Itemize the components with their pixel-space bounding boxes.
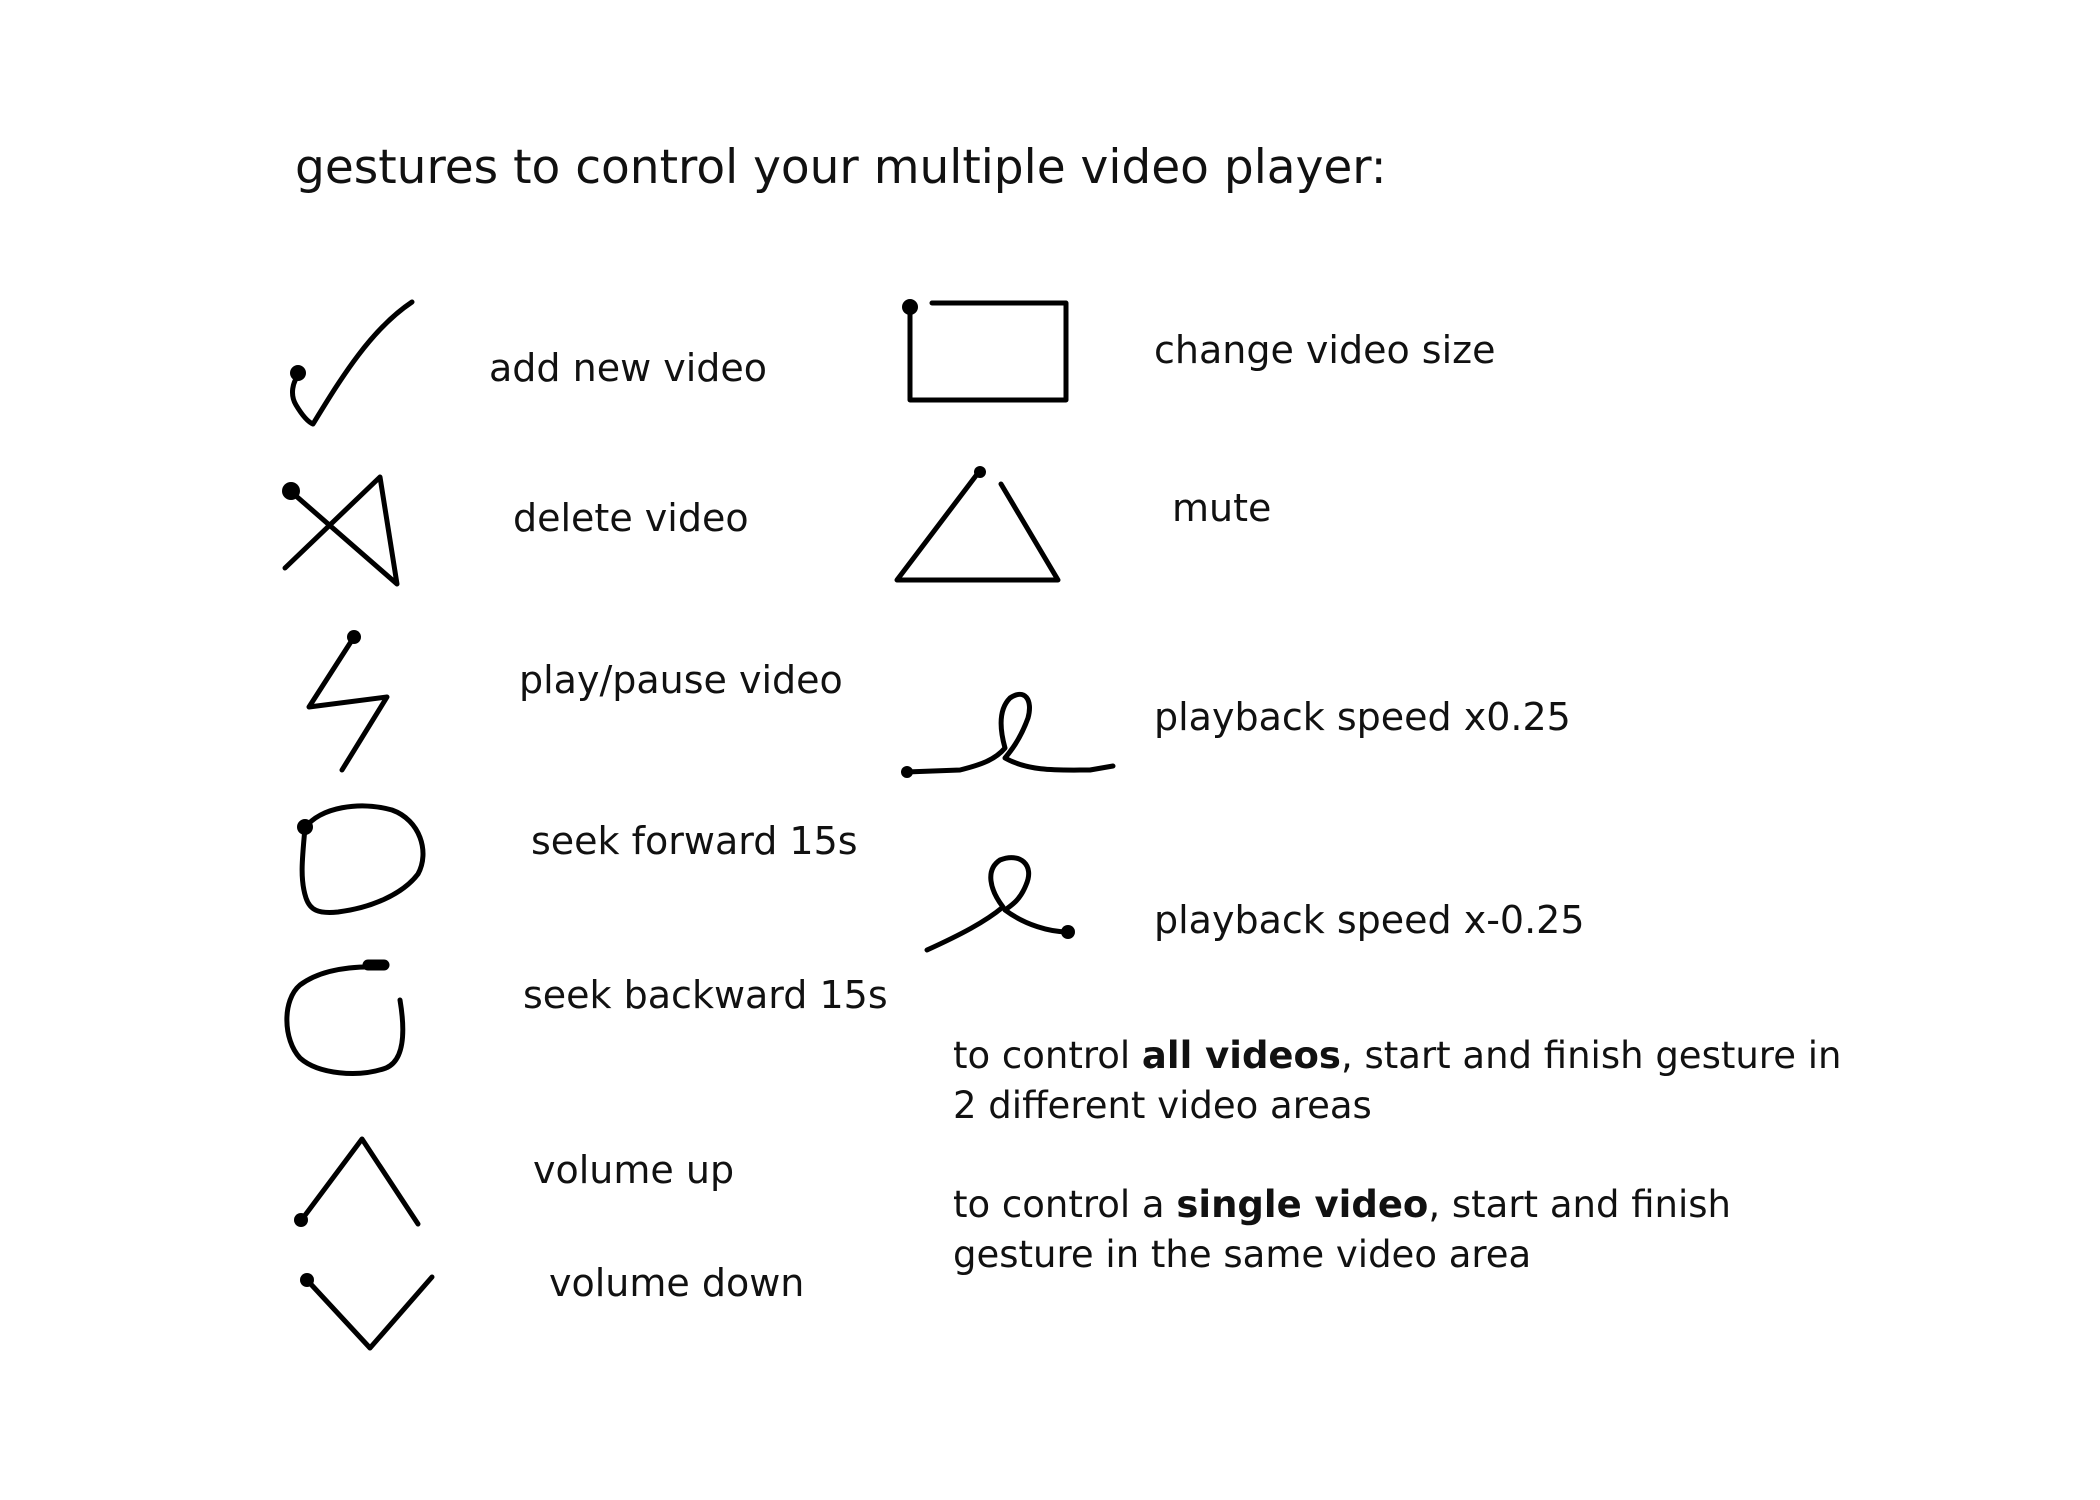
- note-all-videos-after: , start and finish gesture in 2 differen…: [953, 1034, 1842, 1127]
- note-single-video: to control a single video, start and fin…: [953, 1180, 1873, 1280]
- gesture-label-volume-up: volume up: [533, 1148, 735, 1192]
- zigzag-gesture-icon: [306, 630, 390, 773]
- gesture-label-seek-forward: seek forward 15s: [531, 819, 858, 863]
- gesture-label-delete-video: delete video: [513, 496, 749, 540]
- note-all-videos: to control all videos, start and finish …: [953, 1031, 1873, 1131]
- rectangle-gesture-icon: [902, 299, 1069, 403]
- gesture-label-add-new-video: add new video: [489, 346, 768, 390]
- gesture-label-playback-speed-minus: playback speed x-0.25: [1154, 898, 1585, 942]
- note-single-video-after: , start and finish gesture in the same v…: [953, 1183, 1731, 1276]
- gesture-label-mute: mute: [1172, 486, 1272, 530]
- clockwise-circle-gesture-icon: [297, 803, 426, 915]
- gesture-label-play-pause-video: play/pause video: [519, 658, 843, 702]
- checkmark-gesture-icon: [290, 299, 415, 427]
- gesture-label-playback-speed-plus: playback speed x0.25: [1154, 695, 1571, 739]
- note-all-videos-emphasis: all videos: [1141, 1034, 1341, 1077]
- loop-backward-gesture-icon: [924, 855, 1075, 953]
- gesture-label-seek-backward: seek backward 15s: [523, 973, 888, 1017]
- caret-up-gesture-icon: [294, 1136, 421, 1227]
- triangle-gesture-icon: [894, 466, 1061, 583]
- note-all-videos-before: to control: [953, 1034, 1142, 1077]
- gesture-label-change-video-size: change video size: [1154, 328, 1496, 372]
- counterclockwise-circle-gesture-icon: [284, 959, 406, 1076]
- caret-down-gesture-icon: [300, 1273, 435, 1351]
- note-single-video-emphasis: single video: [1176, 1183, 1429, 1226]
- loop-forward-gesture-icon: [901, 691, 1116, 778]
- bowtie-gesture-icon: [282, 474, 400, 587]
- note-single-video-before: to control a: [953, 1183, 1177, 1226]
- page-title: gestures to control your multiple video …: [295, 140, 1387, 195]
- gesture-label-volume-down: volume down: [549, 1261, 805, 1305]
